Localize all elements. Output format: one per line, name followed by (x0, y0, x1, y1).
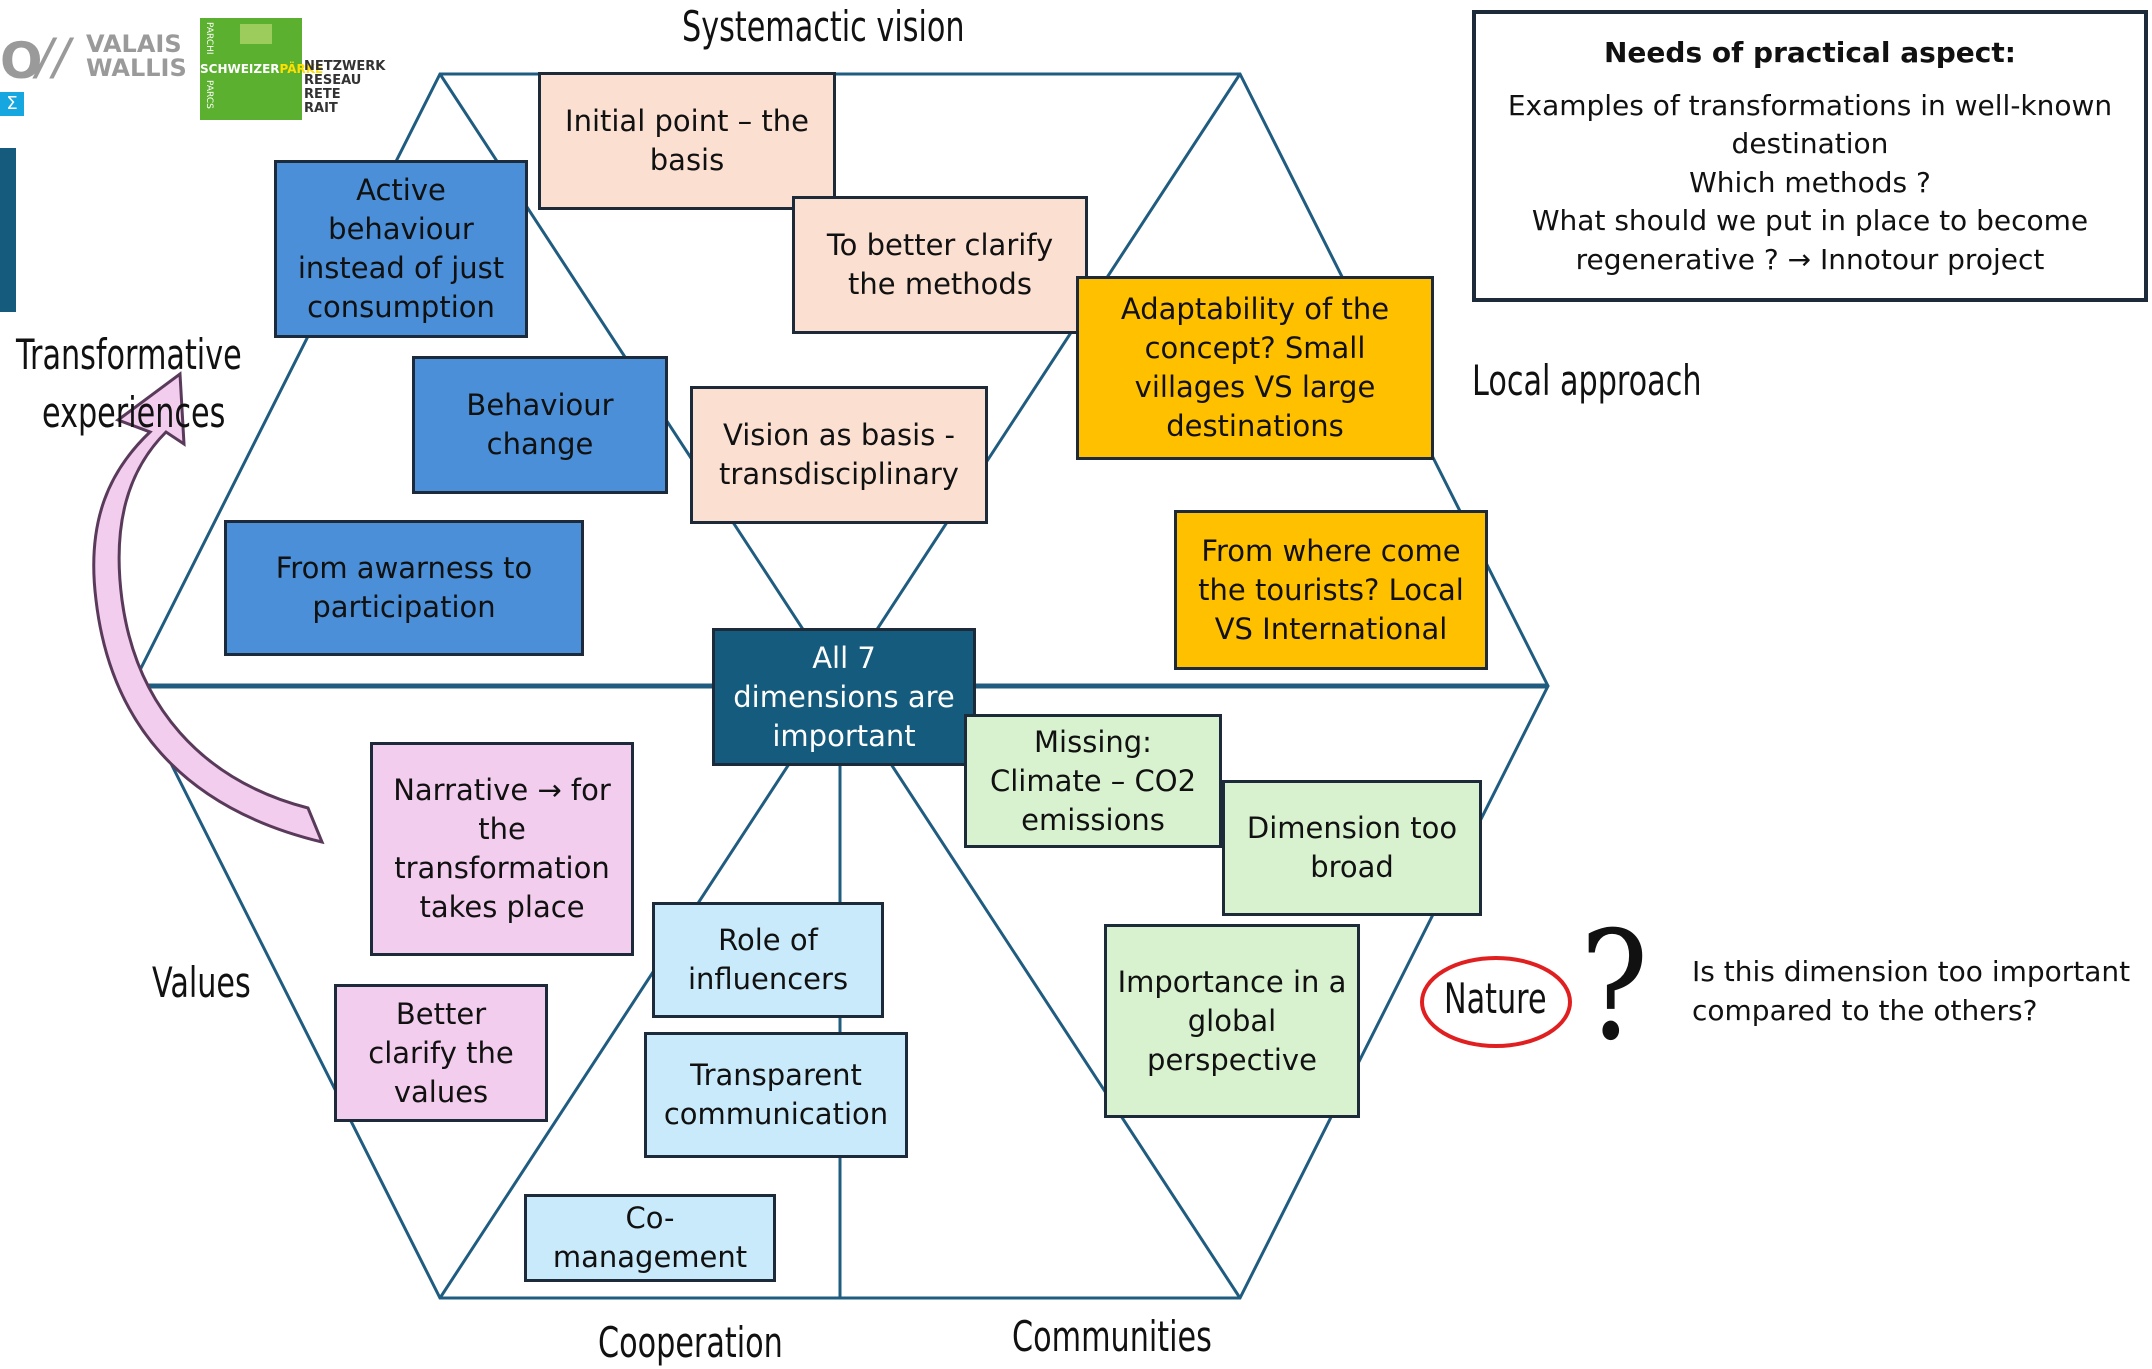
box-co-management: Co-management (524, 1194, 776, 1282)
dimension-values: Values (152, 958, 251, 1007)
swiss-parks-logo: SCHWEIZERPÄRKE PARCHI PARCS NETZWERK RES… (200, 18, 385, 122)
box-center-all-dimensions: All 7 dimensions are important (712, 628, 976, 766)
dimension-local-approach: Local approach (1472, 356, 1702, 405)
curved-arrow (92, 371, 325, 845)
needs-practical-aspect-box: Needs of practical aspect: Examples of t… (1472, 10, 2148, 302)
question-text-line-1: Is this dimension too important (1692, 955, 2131, 988)
box-role-influencers: Role of influencers (652, 902, 884, 1018)
box-awareness: From awarness to participation (224, 520, 584, 656)
parks-label: SCHWEIZERPÄRKE (200, 62, 323, 76)
question-text-line-2: compared to the others? (1692, 994, 2038, 1027)
parks-word-schweizer: SCHWEIZER (200, 62, 280, 76)
dimension-transformative-2: experiences (42, 388, 226, 437)
valais-mark-slashes: // (36, 28, 70, 86)
needs-title: Needs of practical aspect: (1604, 36, 2016, 69)
wallis-word: WALLIS (86, 54, 187, 82)
parks-side-parcs: PARCS (204, 80, 214, 109)
needs-line-examples: Examples of transformations in well-know… (1507, 88, 2113, 161)
dimension-nature: Nature (1444, 974, 1547, 1023)
box-initial-point: Initial point – the basis (538, 72, 836, 210)
parks-network-text: NETZWERK RESEAU RETE RAIT (304, 60, 385, 116)
dimension-communities: Communities (1012, 1312, 1212, 1361)
question-text: Is this dimension too important compared… (1692, 952, 2130, 1030)
parks-word-netzwerk: NETZWERK (304, 59, 386, 74)
box-global-perspective: Importance in a global perspective (1104, 924, 1360, 1118)
sigma-badge: Σ (0, 92, 24, 116)
nature-ring (1420, 956, 1572, 1048)
parks-side-parchi: PARCHI (204, 22, 214, 55)
parks-word-reseau: RESEAU (304, 73, 362, 88)
box-adaptability: Adaptability of the concept? Small villa… (1076, 276, 1434, 460)
parks-word-rete: RETE (304, 87, 341, 102)
dimension-cooperation: Cooperation (598, 1318, 783, 1367)
valais-mark-o: O (0, 32, 43, 90)
parks-light-square (240, 24, 272, 44)
box-active-behaviour: Active behaviour instead of just consump… (274, 160, 528, 338)
left-edge-bar (0, 148, 16, 312)
dimension-transformative-1: Transformative (16, 330, 242, 379)
box-dimension-broad: Dimension too broad (1222, 780, 1482, 916)
spoke-bottom-right (838, 685, 1242, 1299)
box-vision-basis: Vision as basis - transdisciplinary (690, 386, 988, 524)
spoke-bottom-left (438, 685, 842, 1299)
box-narrative: Narrative → for the transformation takes… (370, 742, 634, 956)
box-tourists-origin: From where come the tourists? Local VS I… (1174, 510, 1488, 670)
valais-logo: O // VALAIS WALLIS Σ (0, 14, 187, 116)
valais-word: VALAIS (86, 30, 182, 58)
spoke-top-right (838, 73, 1242, 687)
box-transparent-communication: Transparent communication (644, 1032, 908, 1158)
question-mark-icon: ? (1580, 900, 1649, 1074)
dimension-systematic-vision: Systemactic vision (682, 2, 965, 51)
box-clarify-methods: To better clarify the methods (792, 196, 1088, 334)
box-behaviour-change: Behaviour change (412, 356, 668, 494)
needs-line-methods: Which methods ? (1689, 165, 1931, 199)
parks-word-parke: PÄRKE (279, 62, 324, 76)
box-missing-climate: Missing: Climate – CO2 emissions (964, 714, 1222, 848)
needs-line-regenerative: What should we put in place to become re… (1531, 204, 2089, 276)
parks-word-rait: RAIT (304, 101, 338, 116)
valais-wordmark: VALAIS WALLIS (86, 32, 187, 80)
box-clarify-values: Better clarify the values (334, 984, 548, 1122)
